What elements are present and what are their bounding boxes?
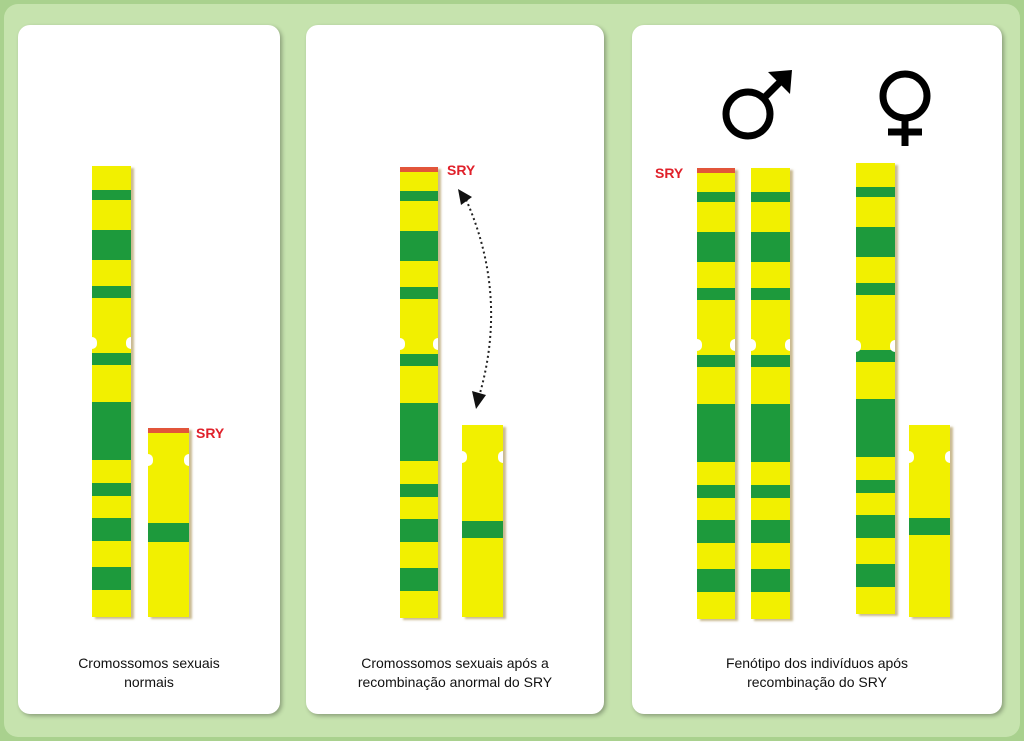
chromosome-band xyxy=(400,519,438,542)
centromere-notch xyxy=(92,337,97,349)
caption-line: normais xyxy=(124,674,174,690)
centromere-notch xyxy=(697,339,702,351)
chromosome-band xyxy=(92,402,131,460)
sry-label: SRY xyxy=(196,425,225,441)
y-chromosome-without-sry xyxy=(909,425,950,617)
sry-region xyxy=(400,167,438,172)
caption: Cromossomos sexuais após a recombinação a… xyxy=(306,654,604,692)
caption-line: recombinação anormal do SRY xyxy=(357,674,553,690)
chromosome-band xyxy=(462,521,503,538)
centromere-notch xyxy=(126,337,131,349)
chromosome-band xyxy=(856,350,895,362)
x-chromosome xyxy=(856,163,895,614)
female-symbol-icon xyxy=(879,70,931,146)
male-symbol-icon xyxy=(722,70,792,140)
chromosome-band xyxy=(856,480,895,493)
sry-region xyxy=(697,168,735,173)
centromere-notch xyxy=(498,451,503,463)
chromosome-band xyxy=(697,192,735,202)
chromosome-band xyxy=(856,187,895,197)
y-chromosome-without-sry xyxy=(462,425,503,617)
chromosome-band xyxy=(751,288,790,300)
chromosome-band xyxy=(92,518,131,541)
chromosome-band xyxy=(697,232,735,262)
chromosome-band xyxy=(400,484,438,497)
chromosome-band xyxy=(92,230,131,260)
caption: Cromossomos sexuais normais xyxy=(18,654,280,692)
chromosome-band xyxy=(92,286,131,298)
centromere-notch xyxy=(890,340,895,352)
chromosome-band xyxy=(92,190,131,200)
panel-recombination: Cromossomos sexuais após a recombinação a… xyxy=(306,25,604,714)
chromosome-band xyxy=(751,520,790,543)
chromosome-band xyxy=(400,287,438,299)
chromosome-band xyxy=(856,564,895,587)
chromosome-band xyxy=(92,483,131,496)
chromosome-band xyxy=(697,520,735,543)
x-chromosome xyxy=(751,168,790,619)
centromere-notch xyxy=(462,451,467,463)
chromosome-band xyxy=(856,227,895,257)
sry-label: SRY xyxy=(655,165,684,181)
chromosome-band xyxy=(400,568,438,591)
centromere-notch xyxy=(730,339,735,351)
chromosome-band xyxy=(856,283,895,295)
chromosome-band xyxy=(148,523,189,542)
chromosome-band xyxy=(751,404,790,462)
x-chromosome-with-sry xyxy=(697,168,735,619)
chromosome-band xyxy=(400,191,438,201)
centromere-notch xyxy=(909,451,914,463)
chromosome-band xyxy=(751,485,790,498)
caption: Fenótipo dos indivíduos após recombinação… xyxy=(632,654,1002,692)
centromere-notch xyxy=(785,339,790,351)
caption-line: Cromossomos sexuais após a xyxy=(361,655,549,671)
centromere-notch xyxy=(400,338,405,350)
caption-line: Cromossomos sexuais xyxy=(78,655,220,671)
chromosome-band xyxy=(697,355,735,367)
chromosome-band xyxy=(856,399,895,457)
chromosome-band xyxy=(400,403,438,461)
chromosome-band xyxy=(697,404,735,462)
chromosome-band xyxy=(92,353,131,365)
chromosome-band xyxy=(909,518,950,535)
y-chromosome xyxy=(148,428,189,617)
sry-region xyxy=(148,428,189,433)
x-chromosome-with-sry xyxy=(400,167,438,618)
chromosome-band xyxy=(92,567,131,590)
chromosome-band xyxy=(751,192,790,202)
chromosome-band xyxy=(751,355,790,367)
centromere-notch xyxy=(184,454,189,466)
caption-line: Fenótipo dos indivíduos após xyxy=(725,655,909,671)
chromosome-band xyxy=(400,354,438,366)
recombination-arrow-icon xyxy=(458,189,493,409)
centromere-notch xyxy=(433,338,438,350)
chromosome-band xyxy=(400,231,438,261)
sry-label: SRY xyxy=(447,162,476,178)
caption-line: recombinação do SRY xyxy=(747,674,887,690)
chromosome-band xyxy=(751,569,790,592)
centromere-notch xyxy=(148,454,153,466)
chromosome-band xyxy=(697,288,735,300)
centromere-notch xyxy=(856,340,861,352)
x-chromosome xyxy=(92,166,131,617)
chromosome-band xyxy=(751,232,790,262)
chromosome-band xyxy=(697,485,735,498)
chromosome-band xyxy=(856,515,895,538)
centromere-notch xyxy=(945,451,950,463)
chromosome-band xyxy=(697,569,735,592)
centromere-notch xyxy=(751,339,756,351)
